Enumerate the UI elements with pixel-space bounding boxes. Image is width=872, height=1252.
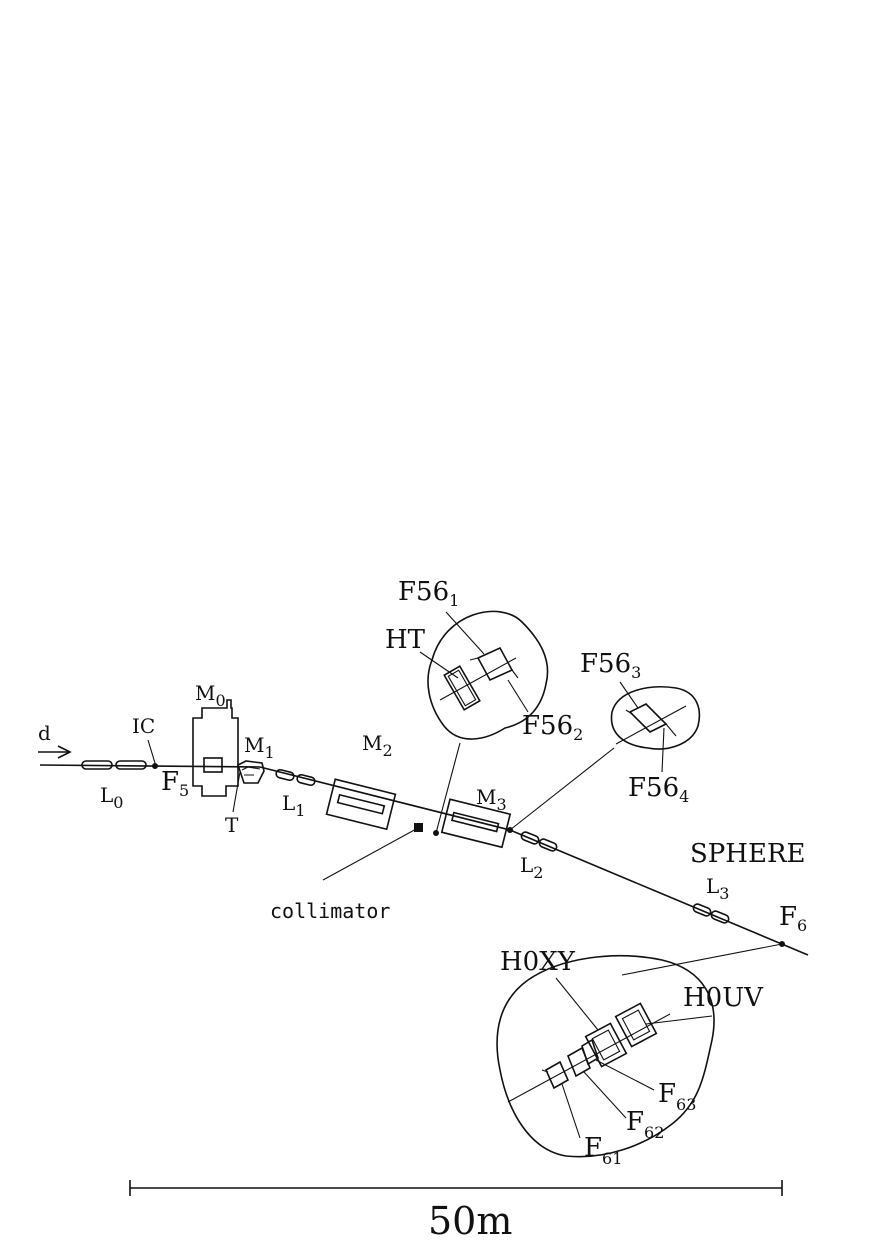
quadrupole-l1 (275, 768, 316, 787)
quadrupole-l3 (692, 903, 730, 924)
t-leader (232, 771, 241, 813)
scale-bar-label: 50m (428, 1199, 512, 1243)
ht-detector-region (427, 610, 549, 740)
label-f62: F62 (626, 1107, 664, 1142)
label-m3: M3 (476, 785, 507, 814)
ht-branch-line (435, 742, 461, 834)
label-m2: M2 (362, 731, 393, 760)
f56-4-leader (661, 727, 665, 773)
h0xy-hodoscope (584, 1022, 628, 1068)
h0xy-leader (555, 977, 599, 1031)
magnet-m3 (440, 798, 512, 849)
label-h0xy: H0XY (500, 947, 576, 977)
f61-chamber (541, 1060, 570, 1090)
label-f6: F6 (779, 902, 807, 935)
f61-leader (561, 1083, 581, 1139)
f62-chamber (566, 1046, 592, 1078)
ic-leader (147, 739, 156, 764)
label-f63: F63 (658, 1079, 696, 1114)
h0uv-leader (645, 1015, 713, 1025)
label-collimator: collimator (270, 899, 390, 923)
f56-3-4-region (610, 686, 701, 750)
beam-line (39, 764, 809, 956)
label-m0: M0 (195, 681, 226, 710)
collimator-block (414, 823, 423, 832)
label-f56-2: F562 (522, 711, 583, 744)
ht-leader (419, 651, 459, 679)
f63-leader (595, 1059, 655, 1091)
quadrupole-l0 (81, 760, 147, 770)
f56-branch-line (509, 747, 615, 831)
ic-point (152, 763, 158, 769)
f6-detector-region (496, 955, 715, 1158)
label-l3: L3 (706, 874, 729, 903)
magnet-m0 (192, 699, 239, 797)
label-l0: L0 (100, 783, 123, 812)
label-l2: L2 (520, 853, 543, 882)
f56-3-4-chambers (625, 703, 677, 737)
label-ht: HT (385, 625, 426, 655)
f56-1-leader (445, 611, 485, 655)
f56-3-leader (619, 681, 639, 709)
ht-hodoscope (443, 665, 481, 711)
scale-bar (129, 1180, 783, 1196)
label-d: d (38, 721, 51, 745)
f56-2-leader (507, 679, 529, 713)
collimator-leader (322, 827, 419, 881)
f62-leader (583, 1071, 627, 1119)
label-l1: L1 (282, 791, 305, 820)
h0uv-hodoscope (614, 1002, 658, 1048)
label-f5: F5 (161, 767, 189, 800)
label-m1: M1 (244, 733, 275, 762)
label-ic: IC (132, 714, 155, 738)
label-f56-3: F563 (580, 649, 641, 682)
f56-1-2-chambers (469, 646, 519, 682)
label-f56-4: F564 (628, 773, 689, 806)
incoming-arrow (38, 745, 72, 759)
quadrupole-l2 (520, 831, 558, 852)
magnet-m2 (325, 778, 397, 831)
f6-branch-line (621, 943, 783, 976)
label-f56-1: F561 (398, 577, 459, 610)
magnet-m1 (237, 760, 265, 784)
label-h0uv: H0UV (683, 983, 764, 1013)
label-t: T (225, 813, 239, 837)
label-f61: F61 (584, 1133, 622, 1168)
label-sphere: SPHERE (690, 839, 806, 869)
